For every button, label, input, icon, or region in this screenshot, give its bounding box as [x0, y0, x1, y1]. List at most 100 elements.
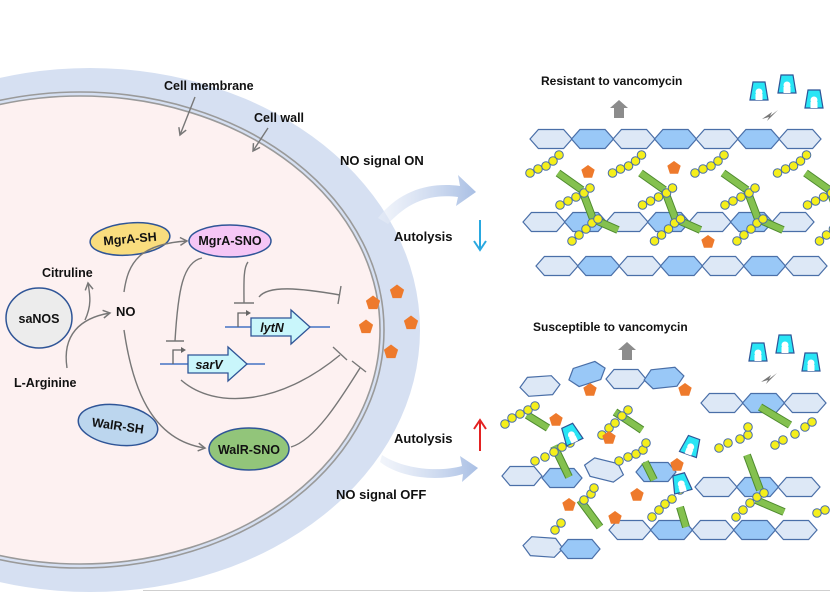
peptide-bead — [812, 508, 822, 518]
glycan-hexagon — [519, 375, 561, 397]
peptide-bead — [788, 161, 799, 171]
peptide-bead — [649, 236, 660, 246]
peptide-bead — [743, 430, 753, 440]
peptide-bead — [515, 409, 525, 419]
lightning-bolt-icon — [762, 110, 778, 121]
glycan-hexagon — [732, 519, 777, 541]
vancomycin-icon — [777, 74, 797, 94]
peptide-bead — [814, 236, 825, 246]
glycan-hexagon — [736, 128, 781, 150]
peptide-bead — [623, 405, 633, 415]
glycan-hexagon — [559, 538, 601, 560]
crossbridge — [525, 412, 550, 431]
autolysin-pentagon — [670, 458, 684, 471]
l-arginine-label: L-Arginine — [14, 376, 77, 390]
peptide-bead — [818, 192, 829, 202]
no-label: NO — [116, 304, 136, 319]
autolysis-off-label: Autolysis — [394, 431, 453, 446]
crossbridge — [721, 170, 749, 193]
peptide-bead — [610, 418, 620, 428]
walr-sno-inhibit-bar — [351, 360, 367, 373]
glycan-hexagon — [618, 255, 662, 277]
glycan-hexagon — [691, 519, 735, 541]
autolysin-pentagon — [358, 319, 374, 334]
sarv-inhibits-autolysis — [180, 354, 341, 400]
peptide-bead — [698, 164, 708, 174]
no-to-mgra-sno-arrow — [123, 236, 189, 293]
peptide-bead — [563, 196, 573, 206]
peptide-bead — [743, 422, 753, 432]
autolysin-pentagon — [608, 511, 622, 524]
resistant-label: Resistant to vancomycin — [541, 74, 682, 88]
peptide-bead — [770, 440, 780, 450]
peptide-bead — [795, 156, 806, 166]
crossbridge — [744, 453, 763, 492]
peptide-bead — [772, 168, 783, 178]
glycan-hexagon — [784, 255, 828, 277]
lightning-bolt-icon — [761, 373, 777, 384]
glycan-hexagon — [774, 519, 818, 541]
peptide-bead — [530, 401, 540, 411]
cell-autolysins — [358, 284, 419, 359]
peptide-bead — [807, 417, 817, 427]
glycan-hexagon — [541, 467, 583, 489]
peptide-bead — [826, 188, 830, 198]
autolysin-pentagon — [549, 413, 563, 426]
glycan-hexagon — [742, 255, 787, 277]
peptide-bead — [728, 196, 738, 206]
walr-sno-node — [208, 427, 290, 471]
glycan-hexagon — [694, 476, 738, 498]
peptide-bead — [723, 438, 733, 448]
bottom-divider — [143, 590, 830, 591]
peptide-bead — [778, 435, 788, 445]
lytn-inhibit-bar — [337, 285, 342, 305]
crossbridge — [677, 506, 689, 528]
walr-sno-label: WalR-SNO — [218, 443, 280, 457]
arginine-to-no-arrow — [65, 309, 112, 369]
susceptible-up-arrow-icon — [618, 342, 636, 360]
peptide-bead — [533, 164, 543, 174]
peptide-bead — [821, 230, 830, 240]
peptide-bead — [593, 214, 603, 224]
peptide-bead — [653, 192, 664, 202]
crossbridge — [556, 170, 584, 193]
no-signal-off-arrow — [380, 455, 478, 482]
cell-wall-pointer — [252, 127, 269, 153]
glycan-hexagon — [695, 128, 739, 150]
autolysin-pentagon — [403, 315, 419, 330]
citruline-label: Citruline — [42, 266, 93, 280]
peptidoglycan-lattice — [500, 74, 830, 560]
autolysin-pentagon — [389, 284, 405, 299]
peptide-bead — [647, 512, 657, 522]
autolysin-pentagon — [365, 295, 381, 310]
citruline-branch-arrow — [84, 281, 94, 321]
autolysis-increase-arrow-icon — [473, 418, 487, 451]
peptide-bead — [745, 498, 755, 508]
susceptible-label: Susceptible to vancomycin — [533, 320, 688, 334]
peptide-bead — [667, 494, 677, 504]
peptide-bead — [713, 156, 723, 166]
peptide-bead — [801, 150, 812, 160]
peptide-bead — [579, 495, 589, 505]
peptide-bead — [645, 196, 656, 206]
vancomycin-icon — [561, 422, 584, 447]
glycan-hexagon — [529, 128, 573, 150]
peptide-bead — [735, 434, 745, 444]
glycan-hexagon — [778, 128, 822, 150]
peptide-bead — [780, 164, 791, 174]
peptide-bead — [607, 168, 618, 178]
peptide-bead — [585, 183, 595, 193]
vancomycin-icon — [804, 89, 824, 109]
peptide-bead — [525, 168, 535, 178]
cell-wall-label: Cell wall — [254, 111, 304, 125]
peptide-bead — [654, 505, 664, 515]
no-to-walr-sno-arrow — [123, 329, 207, 452]
peptide-bead — [746, 224, 756, 234]
crossbridge — [638, 170, 667, 193]
autolysin-pentagon — [701, 235, 715, 248]
peptide-bead — [554, 150, 564, 160]
glycan-hexagon — [535, 255, 579, 277]
sanos-node — [5, 287, 73, 349]
walr-sh-node — [77, 403, 159, 447]
peptide-bead — [500, 419, 510, 429]
